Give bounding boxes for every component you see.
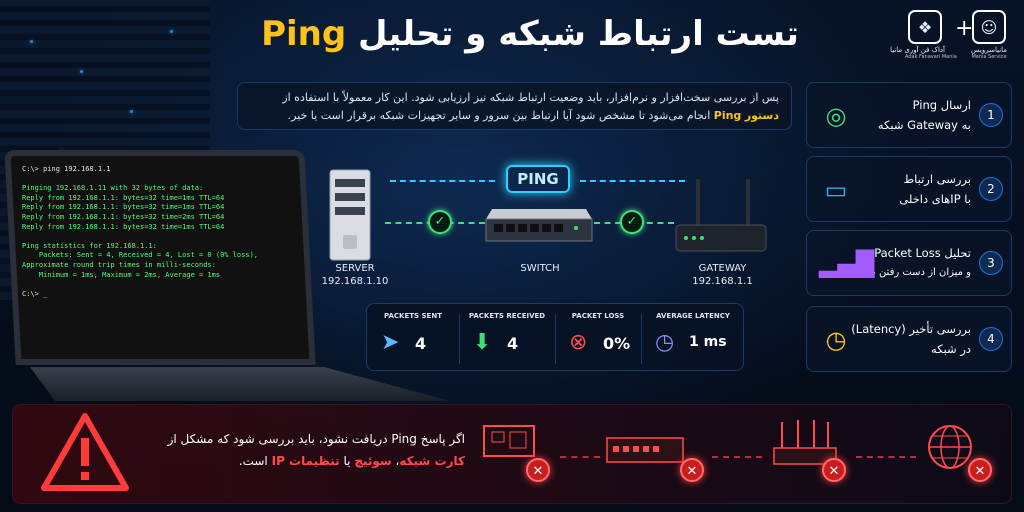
router-icon: [675, 179, 767, 252]
terminal-line: [22, 232, 298, 242]
terminal-line: Ping statistics for 192.168.1.1:: [22, 241, 157, 250]
bars-icon: ▂▄█: [819, 250, 875, 278]
switch-error-icon: [606, 437, 684, 463]
x-circle-icon: ⊗: [569, 330, 588, 355]
terminal-line: Packets: Sent = 4, Received = 4, Lost = …: [22, 251, 259, 260]
broken-link: [560, 456, 600, 458]
error-x-icon: ✕: [822, 458, 846, 482]
terminal-line: Pinging 192.168.1.11 with 32 bytes of da…: [22, 184, 204, 193]
terminal-line: Minimum = 1ms, Maximum = 2ms, Average = …: [22, 270, 221, 279]
download-icon: ⬇: [473, 330, 492, 355]
mania-service-logo: ☺ مانیاسرویس Mania Service: [969, 10, 1009, 60]
error-x-icon: ✕: [968, 458, 992, 482]
title-text: تست ارتباط شبکه و تحلیل: [358, 14, 799, 54]
warning-text: اگر پاسخ Ping دریافت نشود، باید بررسی شو…: [167, 432, 465, 468]
stat-packet-loss: PACKET LOSS ⊗ 0%: [569, 312, 631, 355]
stat-packets-sent: PACKETS SENT ➤ 4: [381, 312, 442, 355]
broken-link: [712, 456, 762, 458]
adak-logo: ❖ آداک فن آوری مانیا Adak Fanavari Mania: [890, 10, 957, 60]
terminal-line: Reply from 192.168.1.1: bytes=32 time=2m…: [22, 212, 225, 221]
check-icon: ✓: [428, 210, 452, 234]
server-icon: [329, 169, 371, 261]
clock-icon: ◷: [825, 326, 847, 354]
terminal-line: C:\> ping 192.168.1.1: [22, 165, 111, 173]
terminal-line: C:\> _: [22, 289, 48, 298]
intro-line-1: پس از بررسی سخت‌افزار و نرم‌افزار، باید …: [282, 91, 779, 104]
monitor-icon: ▭: [824, 176, 848, 204]
logo-group: ☺ مانیاسرویس Mania Service + ❖ آداک فن آ…: [890, 10, 1015, 66]
network-card-icon: [483, 425, 535, 457]
ping-path-left: [390, 180, 495, 182]
page-title: تست ارتباط شبکه و تحلیل Ping: [230, 12, 830, 56]
plus-sign: +: [955, 16, 974, 41]
terminal-line: Approximate round trip times in milli-se…: [22, 260, 216, 269]
router-error-icon: [773, 420, 837, 465]
switch-icon: [485, 209, 593, 242]
globe-error-icon: [928, 425, 972, 469]
send-icon: ➤: [381, 330, 400, 355]
ping-badge: PING: [506, 165, 570, 193]
check-icon: ✓: [620, 210, 644, 234]
ping-stats-panel: PACKETS SENT ➤ 4 PACKETS RECEIVED ⬇ 4 PA…: [366, 303, 744, 371]
title-highlight: Ping: [261, 14, 347, 54]
terminal-line: Reply from 192.168.1.1: bytes=32 time=1m…: [22, 203, 225, 212]
clock-icon: ◷: [655, 330, 675, 355]
terminal-output: C:\> ping 192.168.1.1 Pinging 192.168.1.…: [22, 165, 298, 355]
warning-panel: [12, 404, 1012, 504]
terminal-line: [22, 175, 298, 185]
stat-average-latency: AVERAGE LATENCY ◷ 1 ms: [655, 312, 730, 355]
terminal-line: Reply from 192.168.1.1: bytes=32 time=1m…: [22, 222, 225, 231]
intro-line-2: دستور Ping انجام می‌شود تا مشخص شود آیا …: [287, 109, 779, 122]
ping-path-right: [580, 180, 685, 182]
warning-icon: [41, 413, 129, 491]
terminal-line: [22, 280, 298, 290]
error-x-icon: ✕: [526, 458, 550, 482]
switch-label: SWITCH: [520, 263, 560, 274]
target-icon: ◎: [825, 102, 847, 130]
stat-packets-received: PACKETS RECEIVED ⬇ 4: [468, 312, 546, 355]
broken-link: [856, 456, 916, 458]
error-x-icon: ✕: [680, 458, 704, 482]
intro-panel: پس از بررسی سخت‌افزار و نرم‌افزار، باید …: [237, 82, 792, 130]
step-card-4: 4 بررسی تأخیر (Latency)در شبکه ◷: [806, 306, 1012, 372]
terminal-line: Reply from 192.168.1.1: bytes=32 time=1m…: [22, 193, 225, 202]
